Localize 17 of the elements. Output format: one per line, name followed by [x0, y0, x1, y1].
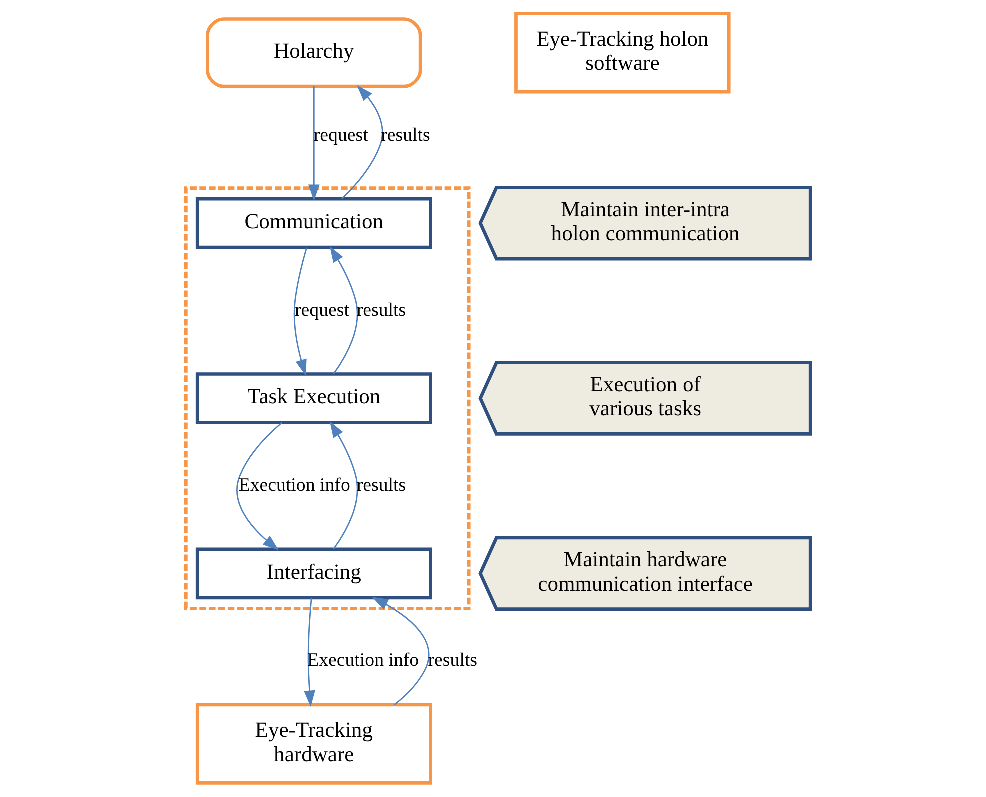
node-box: Eye-Tracking hardware [196, 703, 432, 785]
node-box: Interfacing [196, 548, 432, 600]
arrow [342, 85, 384, 200]
edge-label: Execution info [238, 475, 350, 496]
node-box: Task Execution [196, 372, 432, 424]
node-box: Holarchy [206, 18, 422, 88]
arrow [330, 246, 358, 375]
arrow [372, 597, 430, 706]
arrow [236, 422, 283, 551]
arrow [308, 86, 320, 201]
edge-label: request [295, 300, 350, 321]
node-box: Eye-Tracking holon software [514, 12, 731, 94]
edge-label: results [428, 650, 478, 672]
arrow [294, 248, 308, 376]
arrow [304, 598, 316, 707]
node-box: Communication [196, 197, 432, 250]
arrow [330, 421, 358, 550]
